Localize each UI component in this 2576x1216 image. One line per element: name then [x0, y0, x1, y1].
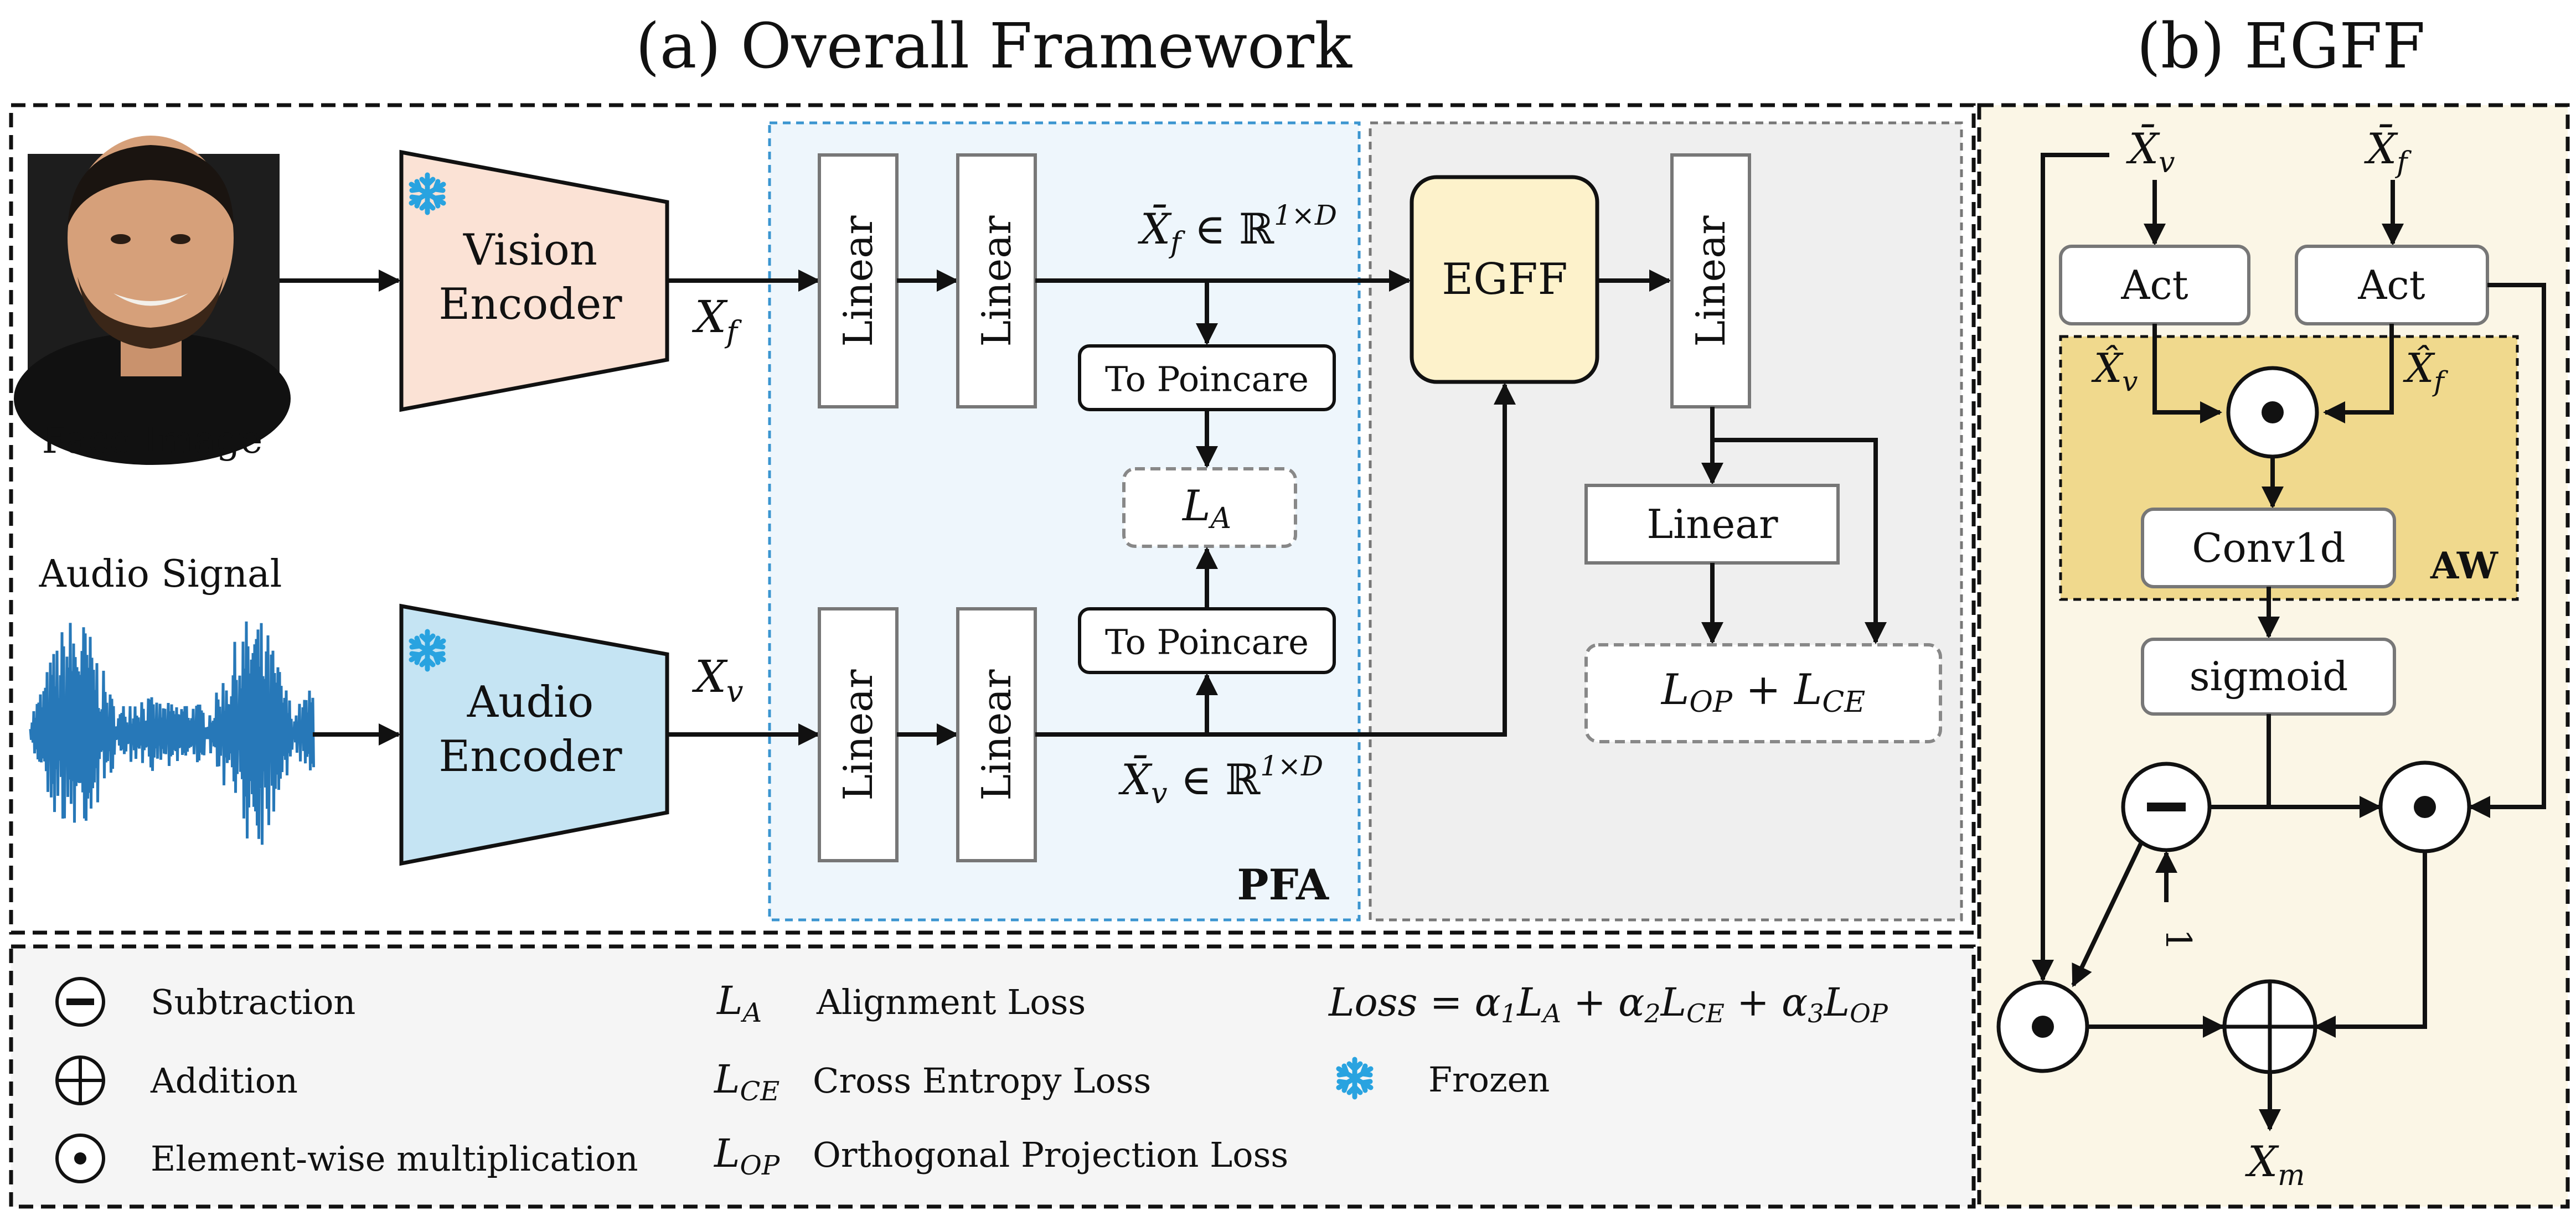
face-photo	[14, 136, 291, 465]
legend-lce-desc: Cross Entropy Loss	[813, 1060, 1151, 1101]
arrow-dot2-to-add	[2314, 851, 2427, 1038]
svg-text:Linear: Linear	[1646, 501, 1778, 547]
arrow-act-f-to-dot2	[2468, 283, 2546, 818]
face-image-label: Face Image	[42, 418, 263, 462]
svg-text:To Poincare: To Poincare	[1105, 359, 1309, 400]
svg-text:sigmoid: sigmoid	[2190, 653, 2348, 700]
legend-la-desc: Alignment Loss	[816, 982, 1086, 1022]
arrow-xv-to-egff	[1035, 382, 1516, 737]
plus-circle-icon	[2222, 979, 2317, 1074]
audio-encoder	[399, 603, 669, 866]
act-block-f: Act	[2295, 245, 2489, 325]
vision-encoder-label-line1: Vision	[463, 225, 597, 275]
loss-op-ce-block: LOP + LCE	[1584, 643, 1942, 743]
linear-block-vision-1: Linear	[818, 153, 899, 408]
xv-hat-label: X̂v	[2091, 344, 2138, 397]
dot-circle-icon	[2378, 760, 2471, 853]
svg-text:Linear: Linear	[835, 215, 881, 347]
arrow-minus-to-dot	[2071, 841, 2144, 987]
minus-circle-icon	[2121, 762, 2212, 852]
svg-text:Linear: Linear	[835, 669, 881, 801]
legend-subtraction: Subtraction	[151, 982, 355, 1022]
dot-circle-icon	[1996, 980, 2089, 1073]
to-poincare-block-bottom: To Poincare	[1078, 607, 1336, 674]
linear-block-classifier: Linear	[1584, 484, 1840, 565]
arrow-act-f-to-dot	[2323, 324, 2394, 423]
arrow-fusion-to-loss	[1712, 438, 1887, 644]
waveform-icon	[29, 621, 315, 845]
audio-encoder-label-line2: Encoder	[438, 732, 622, 782]
linear-block-audio-1: Linear	[818, 607, 899, 862]
legend-dot-circle-icon	[55, 1134, 105, 1183]
overall-framework-frame	[9, 103, 1976, 935]
egff-xv-bar-label: X̄v	[2126, 123, 2175, 179]
to-poincare-block-top: To Poincare	[1078, 344, 1336, 411]
xf-label: Xf	[691, 291, 742, 349]
xv-label: Xv	[691, 651, 743, 709]
dot-circle-icon	[2226, 366, 2319, 459]
vision-encoder	[399, 149, 669, 412]
legend-la-symbol: LA	[716, 978, 762, 1028]
legend-lce-symbol: LCE	[713, 1057, 779, 1107]
audio-signal-label: Audio Signal	[39, 552, 282, 596]
aw-label: AW	[2430, 544, 2498, 587]
svg-text:Conv1d: Conv1d	[2192, 525, 2345, 571]
linear-block-vision-2: Linear	[956, 153, 1037, 408]
pfa-label: PFA	[1237, 860, 1329, 909]
legend-minus-circle-icon	[55, 977, 105, 1027]
legend-frozen: Frozen	[1428, 1059, 1550, 1100]
svg-text:LOP + LCE: LOP + LCE	[1660, 665, 1865, 719]
legend-lop-symbol: LOP	[713, 1131, 780, 1181]
vision-encoder-label-line2: Encoder	[438, 280, 622, 329]
svg-text:Linear: Linear	[973, 215, 1020, 347]
linear-block-fusion: Linear	[1670, 153, 1751, 408]
arrow-xv-skip	[2032, 153, 2109, 982]
legend-frame	[9, 944, 1976, 1209]
svg-text:EGFF: EGFF	[1442, 255, 1568, 304]
legend-addition: Addition	[150, 1060, 298, 1101]
svg-text:Act: Act	[2357, 262, 2425, 308]
svg-text:Linear: Linear	[1687, 215, 1734, 347]
one-label: 1	[2157, 929, 2198, 951]
audio-encoder-label-line1: Audio	[467, 677, 593, 727]
act-block-v: Act	[2059, 245, 2250, 325]
sigmoid-block: sigmoid	[2141, 638, 2396, 716]
svg-text:Act: Act	[2120, 262, 2188, 308]
conv1d-block: Conv1d	[2141, 508, 2396, 588]
arrow-act-v-to-dot	[2152, 324, 2222, 423]
svg-text:To Poincare: To Poincare	[1105, 622, 1309, 663]
egff-block: EGFF	[1410, 175, 1599, 384]
xf-bar-dim-label: X̄f ∈ ℝ1×D	[1138, 199, 1337, 260]
svg-text:LA: LA	[1181, 481, 1231, 535]
legend-lop-desc: Orthogonal Projection Loss	[813, 1135, 1288, 1175]
title-egff: (b) EGFF	[2136, 11, 2425, 82]
legend-loss-formula: Loss = α1LA + α2LCE + α3LOP	[1328, 980, 1888, 1028]
legend-plus-circle-icon	[55, 1055, 105, 1105]
alignment-loss-block: LA	[1122, 467, 1297, 548]
xv-bar-dim-label: X̄v ∈ ℝ1×D	[1118, 750, 1323, 810]
xm-label: Xm	[2245, 1137, 2305, 1192]
legend-elementwise: Element-wise multiplication	[151, 1139, 638, 1179]
svg-text:Linear: Linear	[973, 669, 1020, 801]
title-overall-framework: (a) Overall Framework	[636, 11, 1352, 82]
linear-block-audio-2: Linear	[956, 607, 1037, 862]
